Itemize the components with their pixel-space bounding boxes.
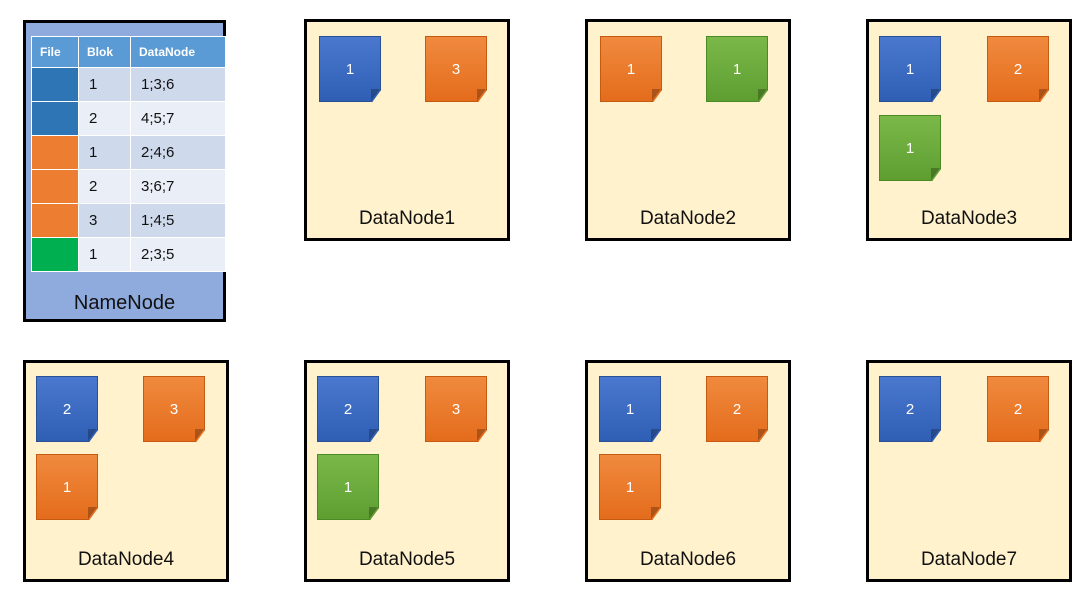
header-datanode: DataNode	[130, 36, 226, 68]
datanode-2: 1 1 DataNode2	[585, 19, 791, 241]
block-icon: 3	[143, 376, 205, 442]
datanode-label: DataNode1	[358, 208, 456, 229]
table-row: 1 2;3;5	[31, 237, 226, 272]
datanode-5: 2 3 1 DataNode5	[304, 360, 510, 582]
file-color-cell	[31, 101, 79, 136]
datanode-7: 2 2 DataNode7	[866, 360, 1072, 582]
block-icon: 2	[317, 376, 379, 442]
block-icon: 1	[879, 36, 941, 102]
datanode-label: DataNode2	[639, 208, 737, 229]
file-color-cell	[31, 67, 79, 102]
block-icon: 2	[987, 376, 1049, 442]
namenode-box: File Blok DataNode 1 1;3;6 2 4;5;7 1 2;4…	[23, 20, 226, 322]
datanode-label: DataNode3	[920, 208, 1018, 229]
file-color-cell	[31, 203, 79, 238]
datanode-cell: 3;6;7	[130, 169, 226, 204]
datanode-cell: 2;4;6	[130, 135, 226, 170]
table-row: 1 1;3;6	[31, 67, 226, 102]
block-icon: 2	[36, 376, 98, 442]
datanode-1: 1 3 DataNode1	[304, 19, 510, 241]
datanode-4: 2 3 1 DataNode4	[23, 360, 229, 582]
datanode-cell: 4;5;7	[130, 101, 226, 136]
datanode-cell: 1;4;5	[130, 203, 226, 238]
header-file: File	[31, 36, 79, 68]
blok-cell: 1	[78, 135, 131, 170]
namenode-label: NameNode	[73, 292, 176, 314]
datanode-cell: 1;3;6	[130, 67, 226, 102]
block-icon: 2	[987, 36, 1049, 102]
table-row: 2 4;5;7	[31, 101, 226, 136]
file-color-cell	[31, 237, 79, 272]
block-icon: 1	[36, 454, 98, 520]
datanode-6: 1 2 1 DataNode6	[585, 360, 791, 582]
block-icon: 1	[600, 36, 662, 102]
blok-cell: 3	[78, 203, 131, 238]
table-row: 2 3;6;7	[31, 169, 226, 204]
namenode-table: File Blok DataNode 1 1;3;6 2 4;5;7 1 2;4…	[31, 36, 226, 272]
blok-cell: 1	[78, 67, 131, 102]
block-icon: 3	[425, 36, 487, 102]
blok-cell: 2	[78, 169, 131, 204]
block-icon: 2	[706, 376, 768, 442]
datanode-cell: 2;3;5	[130, 237, 226, 272]
block-icon: 1	[879, 115, 941, 181]
table-row: 3 1;4;5	[31, 203, 226, 238]
datanode-label: DataNode7	[920, 549, 1018, 570]
datanode-label: DataNode4	[77, 549, 175, 570]
datanode-label: DataNode5	[358, 549, 456, 570]
block-icon: 1	[599, 376, 661, 442]
file-color-cell	[31, 169, 79, 204]
header-blok: Blok	[78, 36, 131, 68]
table-header-row: File Blok DataNode	[31, 36, 226, 68]
table-row: 1 2;4;6	[31, 135, 226, 170]
block-icon: 3	[425, 376, 487, 442]
datanode-3: 1 2 1 DataNode3	[866, 19, 1072, 241]
datanode-label: DataNode6	[639, 549, 737, 570]
block-icon: 1	[706, 36, 768, 102]
block-icon: 2	[879, 376, 941, 442]
block-icon: 1	[317, 454, 379, 520]
blok-cell: 2	[78, 101, 131, 136]
block-icon: 1	[319, 36, 381, 102]
file-color-cell	[31, 135, 79, 170]
blok-cell: 1	[78, 237, 131, 272]
block-icon: 1	[599, 454, 661, 520]
